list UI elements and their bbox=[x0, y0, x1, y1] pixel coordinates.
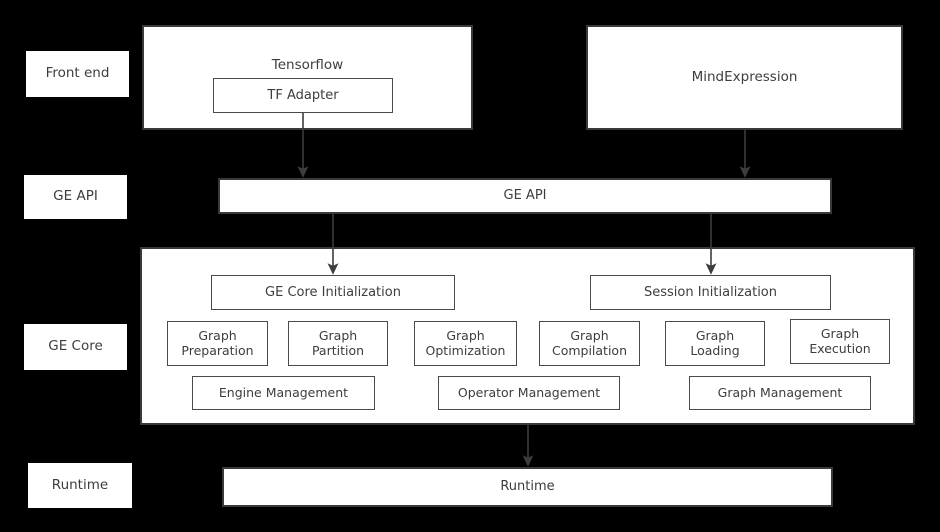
runtime-label: Runtime bbox=[500, 479, 555, 495]
ge-core-initialization-box[interactable]: GE Core Initialization bbox=[211, 275, 455, 310]
runtime-box[interactable]: Runtime bbox=[222, 467, 833, 507]
module-graph-compilation-label: Graph Compilation bbox=[551, 327, 628, 358]
ge-api-label: GE API bbox=[503, 188, 547, 204]
module-graph-loading[interactable]: Graph Loading bbox=[665, 321, 765, 366]
layer-label-ge-api-text: GE API bbox=[53, 188, 98, 205]
ge-core-initialization-label: GE Core Initialization bbox=[265, 284, 401, 300]
tf-adapter-box[interactable]: TF Adapter bbox=[213, 78, 393, 113]
session-initialization-box[interactable]: Session Initialization bbox=[590, 275, 831, 310]
manager-graph-management-label: Graph Management bbox=[717, 384, 843, 400]
manager-operator-management[interactable]: Operator Management bbox=[438, 376, 620, 410]
module-graph-loading-label: Graph Loading bbox=[690, 327, 740, 358]
mindexpression-box[interactable]: MindExpression bbox=[586, 25, 903, 130]
module-graph-execution-label: Graph Execution bbox=[809, 325, 871, 356]
manager-engine-management-label: Engine Management bbox=[218, 384, 349, 400]
ge-api-box[interactable]: GE API bbox=[218, 178, 832, 214]
module-graph-optimization-label: Graph Optimization bbox=[425, 327, 506, 358]
manager-graph-management[interactable]: Graph Management bbox=[689, 376, 871, 410]
layer-label-front-end: Front end bbox=[26, 51, 129, 97]
layer-label-ge-api: GE API bbox=[24, 175, 127, 219]
layer-label-runtime-text: Runtime bbox=[51, 476, 109, 493]
layer-label-ge-core-text: GE Core bbox=[48, 338, 103, 355]
mindexpression-label: MindExpression bbox=[691, 68, 798, 85]
module-graph-optimization[interactable]: Graph Optimization bbox=[414, 321, 517, 366]
layer-label-runtime: Runtime bbox=[28, 463, 132, 508]
module-graph-execution[interactable]: Graph Execution bbox=[790, 319, 890, 364]
module-graph-preparation[interactable]: Graph Preparation bbox=[167, 321, 268, 366]
module-graph-partition[interactable]: Graph Partition bbox=[288, 321, 388, 366]
module-graph-partition-label: Graph Partition bbox=[311, 327, 365, 358]
tf-adapter-label: TF Adapter bbox=[267, 87, 339, 103]
module-graph-preparation-label: Graph Preparation bbox=[181, 327, 254, 358]
module-graph-compilation[interactable]: Graph Compilation bbox=[539, 321, 640, 366]
manager-engine-management[interactable]: Engine Management bbox=[192, 376, 375, 410]
session-initialization-label: Session Initialization bbox=[643, 284, 777, 300]
tensorflow-title: Tensorflow bbox=[271, 57, 344, 73]
manager-operator-management-label: Operator Management bbox=[457, 384, 601, 400]
layer-label-front-end-text: Front end bbox=[45, 65, 110, 82]
layer-label-ge-core: GE Core bbox=[24, 324, 127, 370]
